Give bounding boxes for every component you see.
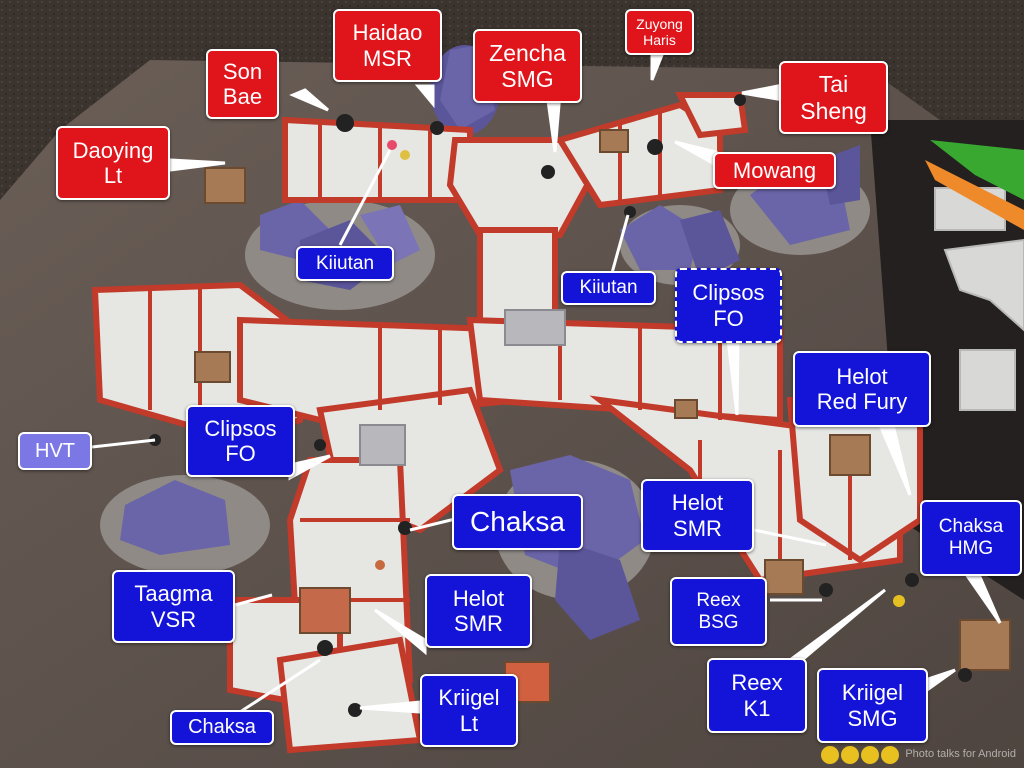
orange-template xyxy=(925,160,1024,230)
grey-blocks xyxy=(359,309,566,466)
watermark: Photo talks for Android xyxy=(905,748,1016,760)
label-mowang: Mowang xyxy=(713,152,836,189)
label-chaksa-bottom: Chaksa xyxy=(170,710,274,745)
crates xyxy=(194,129,1011,703)
label-kiiutan-left: Kiiutan xyxy=(296,246,394,281)
side-tiles xyxy=(934,187,1024,411)
label-kiiutan-right: Kiiutan xyxy=(561,271,656,305)
label-hvt: HVT xyxy=(18,432,92,470)
miniatures xyxy=(149,94,972,717)
green-template xyxy=(930,140,1024,200)
tokens xyxy=(821,746,899,764)
label-chaksa-center: Chaksa xyxy=(452,494,583,550)
